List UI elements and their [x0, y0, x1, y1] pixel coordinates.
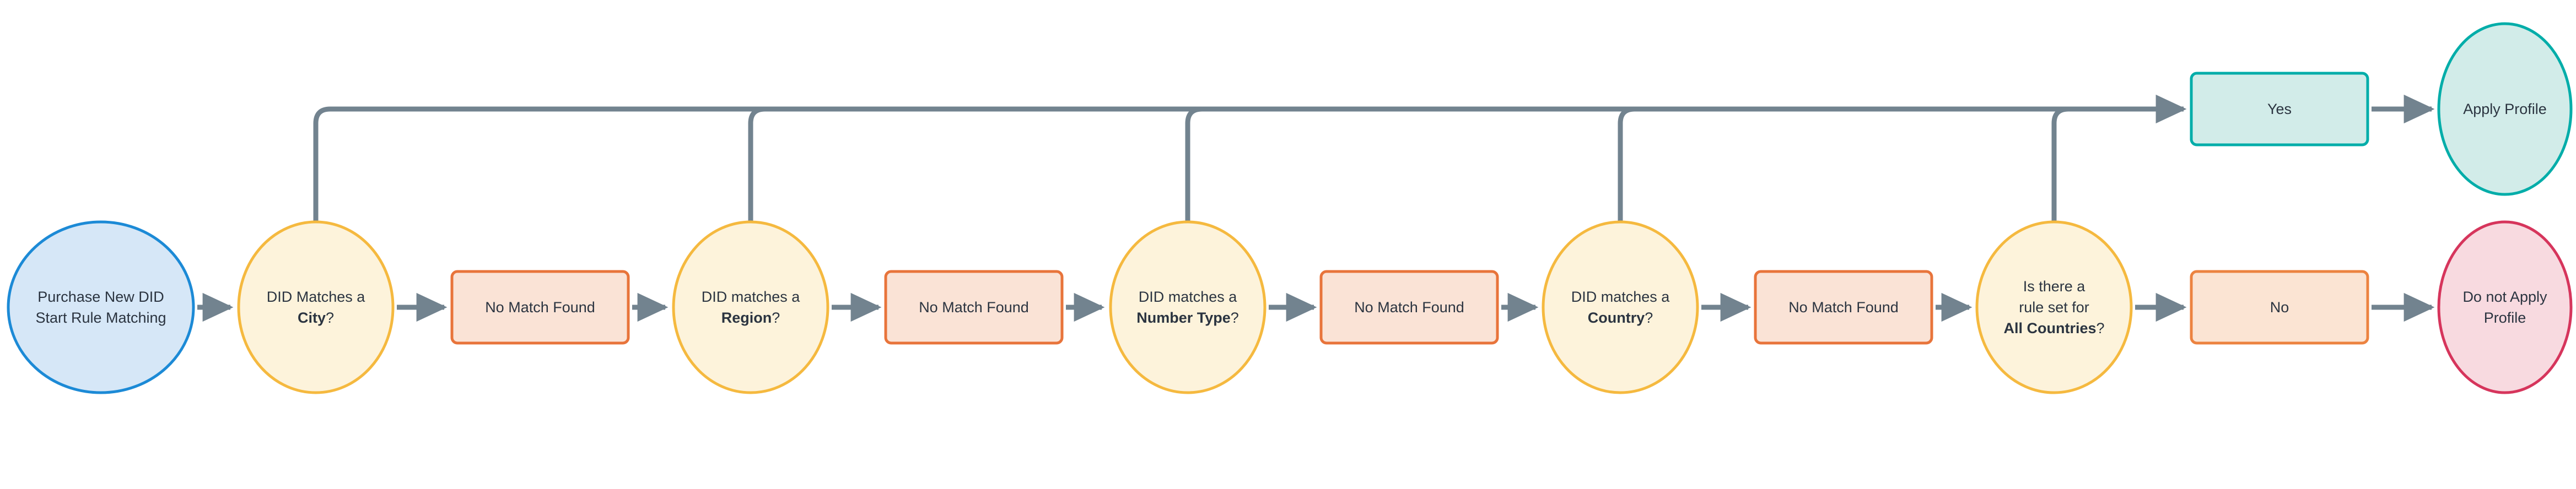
riser-number-type-to-rail [1185, 106, 1205, 225]
node-shape-answer-no[interactable] [2190, 270, 2369, 345]
riser-city-to-rail [313, 106, 2143, 225]
node-shape-decision-number-type[interactable] [1109, 220, 1267, 394]
riser-all-countries-to-rail [2051, 106, 2071, 225]
node-shape-nomatch-city[interactable] [450, 270, 630, 345]
node-shape-start[interactable] [7, 220, 195, 394]
node-shape-decision-region[interactable] [672, 220, 829, 394]
riser-region-to-rail [748, 106, 768, 225]
node-shape-deny-profile[interactable] [2437, 220, 2573, 394]
node-shape-answer-yes[interactable] [2190, 72, 2369, 146]
node-shape-decision-country[interactable] [1542, 220, 1699, 394]
node-shape-decision-city[interactable] [237, 220, 395, 394]
node-shape-nomatch-region[interactable] [884, 270, 1064, 345]
yes-rail-group [313, 106, 2143, 225]
node-shape-decision-all-countries[interactable] [1975, 220, 2133, 394]
node-shapes [7, 22, 2573, 394]
node-shape-nomatch-number-type[interactable] [1319, 270, 1499, 345]
spine-arrows [197, 94, 2435, 322]
node-shape-apply-profile[interactable] [2437, 22, 2573, 196]
node-shape-nomatch-country[interactable] [1754, 270, 1933, 345]
riser-country-to-rail [1618, 106, 1637, 225]
